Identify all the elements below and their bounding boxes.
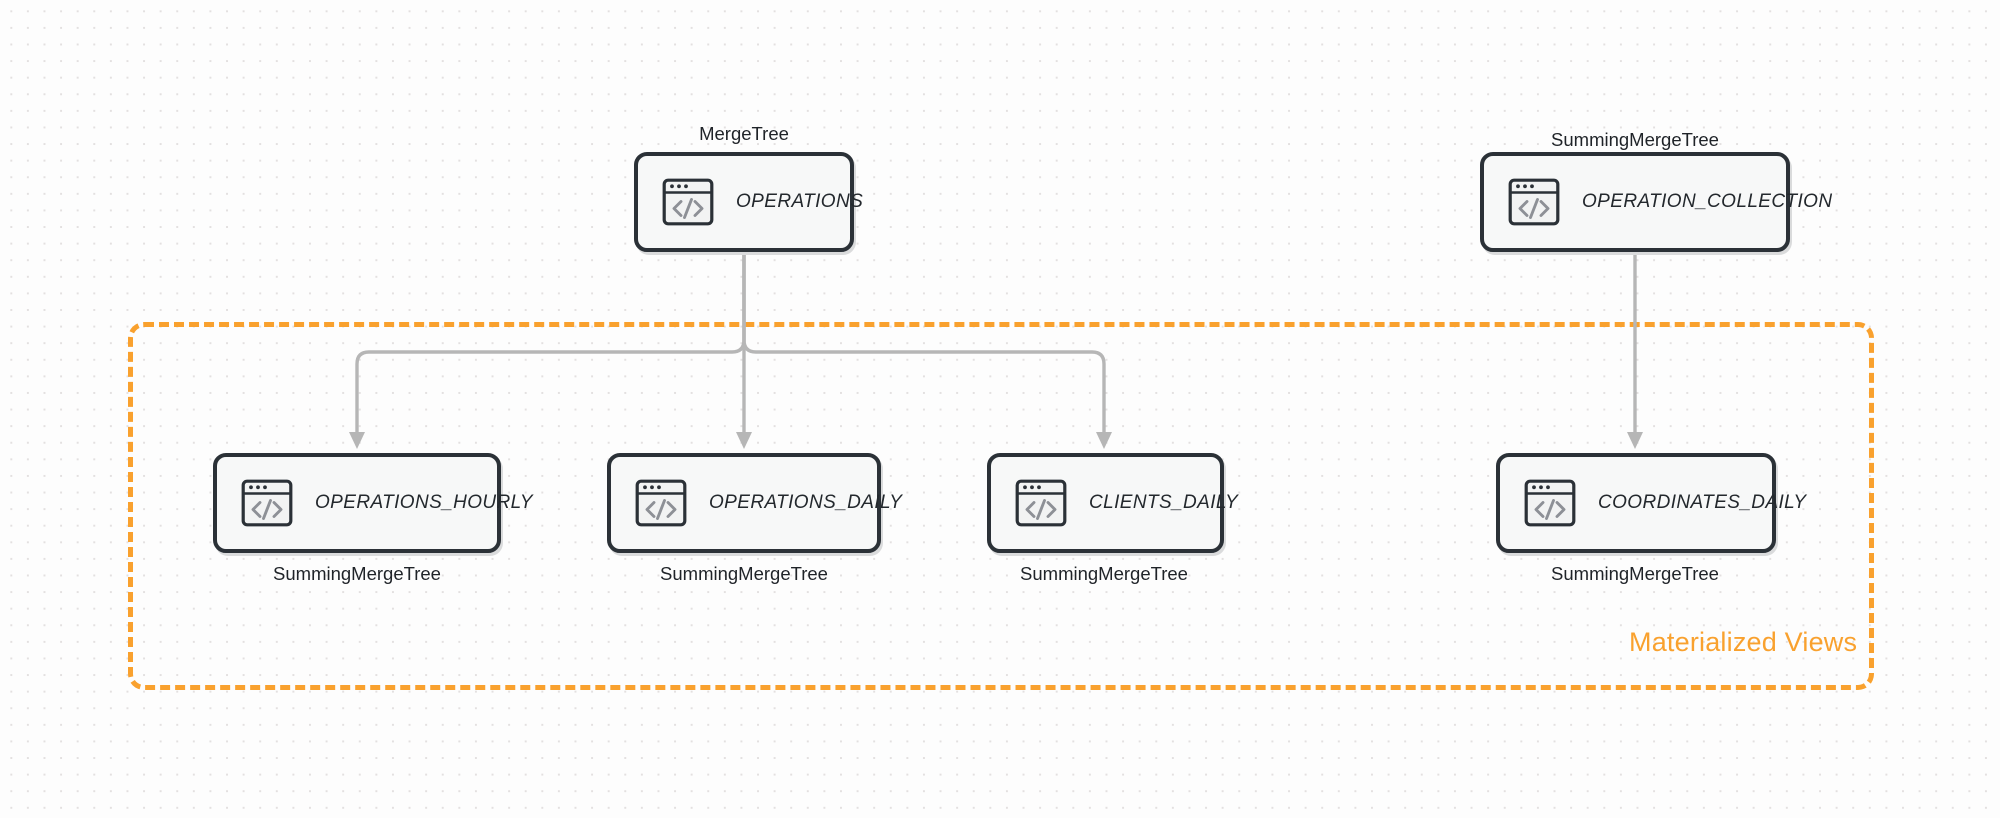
code-window-icon [1015,479,1067,527]
node-coordinates_daily[interactable]: COORDINATES_DAILY [1496,453,1806,553]
code-window-icon [1508,178,1560,226]
engine-caption-operations_daily: SummingMergeTree [660,563,828,584]
code-window-icon [1524,479,1576,527]
node-operations_hourly[interactable]: OPERATIONS_HOURLY [213,453,533,553]
engine-caption-clients_daily: SummingMergeTree [1020,563,1188,584]
engine-caption-operations: MergeTree [699,123,789,144]
node-clients_daily[interactable]: CLIENTS_DAILY [987,453,1238,553]
engine-caption-operation_collection: SummingMergeTree [1551,129,1719,150]
engine-caption-operations_hourly: SummingMergeTree [273,563,441,584]
node-title-operations_hourly: OPERATIONS_HOURLY [315,492,533,513]
node-title-clients_daily: CLIENTS_DAILY [1089,492,1239,513]
code-window-icon [241,479,293,527]
node-operations_daily[interactable]: OPERATIONS_DAILY [607,453,902,553]
node-title-operation_collection: OPERATION_COLLECTION [1582,191,1833,212]
node-title-operations: OPERATIONS [736,191,864,212]
node-title-coordinates_daily: COORDINATES_DAILY [1598,492,1807,513]
engine-caption-coordinates_daily: SummingMergeTree [1551,563,1719,584]
node-operations[interactable]: OPERATIONS [634,152,863,252]
node-title-operations_daily: OPERATIONS_DAILY [709,492,903,513]
code-window-icon [635,479,687,527]
code-window-icon [662,178,714,226]
node-operation_collection[interactable]: OPERATION_COLLECTION [1480,152,1832,252]
materialized-views-group-label: Materialized Views [1629,627,1858,657]
